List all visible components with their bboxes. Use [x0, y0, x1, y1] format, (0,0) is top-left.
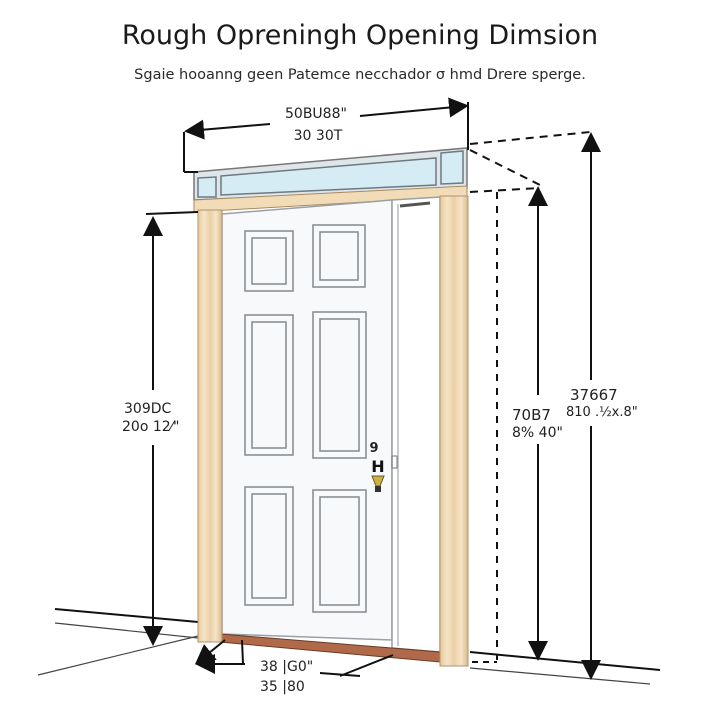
diagram-subtitle: Sgaie hooanng geen Patemce necchador σ h…: [134, 67, 586, 83]
transom-window: [193, 147, 468, 201]
left-height-dimension: [143, 211, 199, 646]
door-jamb: [391, 196, 441, 653]
floor-lines: [37, 608, 661, 685]
top-width-line2: 30 30T: [293, 128, 343, 144]
right-outer-height-line1: 37667: [570, 386, 618, 404]
top-width-label: 50BU88" 30 30T: [285, 105, 347, 145]
left-height-line1: 309DC: [124, 401, 172, 417]
right-height-dimensions: [469, 131, 601, 680]
right-inner-height-line2: 8% 40": [512, 425, 563, 441]
top-width-dimension: [183, 97, 469, 173]
right-outer-height-label: 37667 810 .½x.8": [566, 384, 638, 424]
left-trim: [197, 209, 223, 643]
door-panels: [244, 224, 367, 613]
left-height-label: 309DC 20o 12⁄": [122, 400, 180, 436]
bottom-width-dimension: [194, 639, 394, 677]
right-inner-height-label: 70B7 8% 40": [512, 404, 563, 444]
door-handle: 9 H: [369, 441, 398, 492]
diagram-title: Rough Opreningh Opening Dimsion: [121, 20, 599, 51]
svg-text:H: H: [371, 457, 384, 476]
right-trim: [439, 195, 469, 667]
bottom-width-label: 38 |G0" 35 |80: [260, 658, 313, 696]
top-width-line1: 50BU88": [285, 106, 347, 122]
bottom-width-line2: 35 |80: [260, 679, 305, 695]
left-height-line2: 20o 12⁄": [122, 419, 180, 435]
svg-text:9: 9: [369, 441, 378, 456]
bottom-width-line1: 38 |G0": [260, 659, 314, 675]
right-outer-height-line2: 810 .½x.8": [566, 405, 638, 420]
right-inner-height-line1: 70B7: [512, 406, 551, 424]
